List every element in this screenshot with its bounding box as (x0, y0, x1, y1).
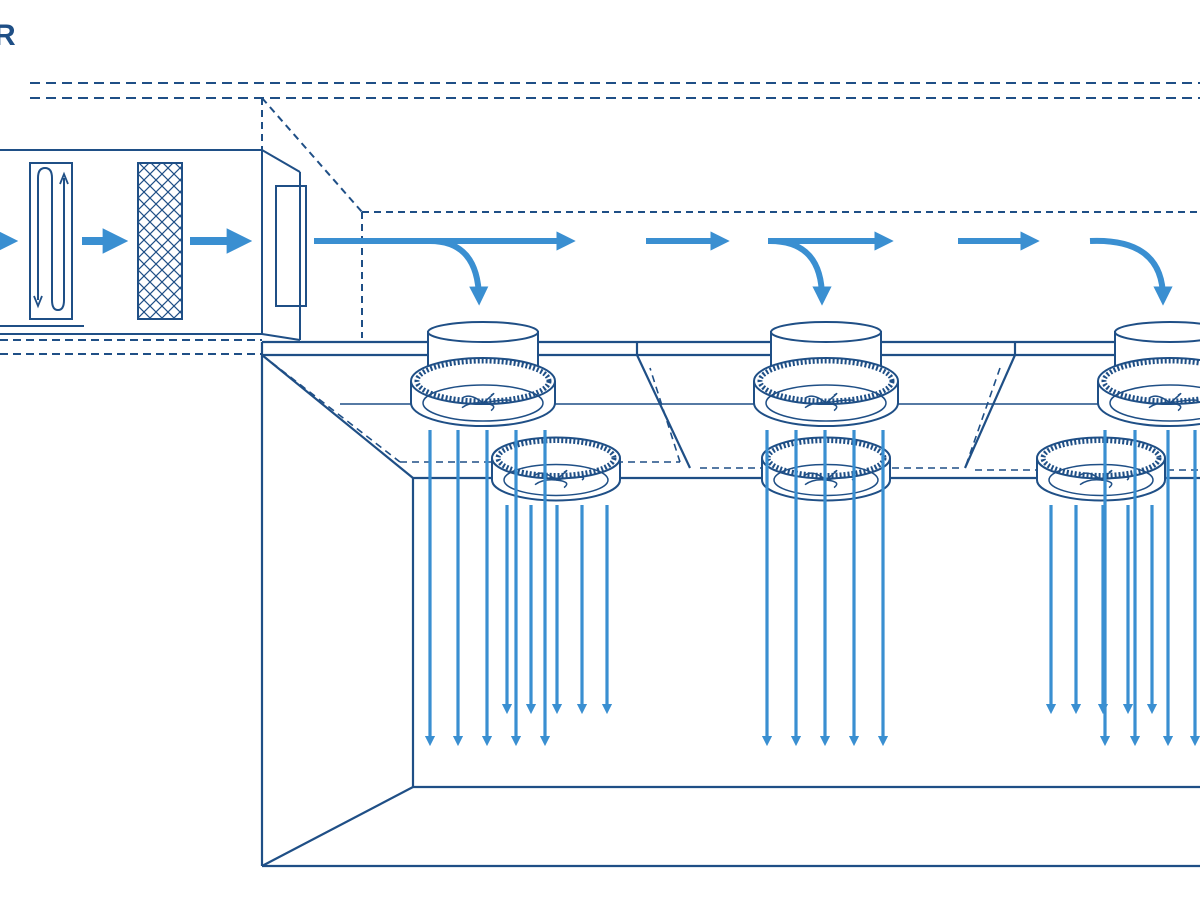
ceiling-diffuser-fan (1097, 321, 1200, 428)
fan-blade-icon (1148, 392, 1199, 412)
ceiling-diffuser-fan (410, 321, 556, 428)
ceiling-diffuser-fan (491, 436, 621, 502)
heat-exchanger-coil (29, 162, 73, 320)
air-filter (137, 162, 183, 320)
room-outline (260, 340, 1200, 868)
corner-label: R (0, 19, 16, 52)
plenum-outline (0, 82, 1200, 355)
air-handling-unit (0, 149, 307, 341)
ceiling-diffuser-fan (753, 321, 899, 428)
fan-blade-icon (461, 392, 512, 412)
fan-blade-icon (804, 392, 855, 412)
downflow-arrows (424, 430, 1200, 747)
diffuser-group (410, 321, 1200, 502)
blower-fan (275, 185, 307, 307)
duct-flow-arrows (314, 231, 1173, 306)
ceiling-diffuser-fan (1036, 436, 1166, 502)
